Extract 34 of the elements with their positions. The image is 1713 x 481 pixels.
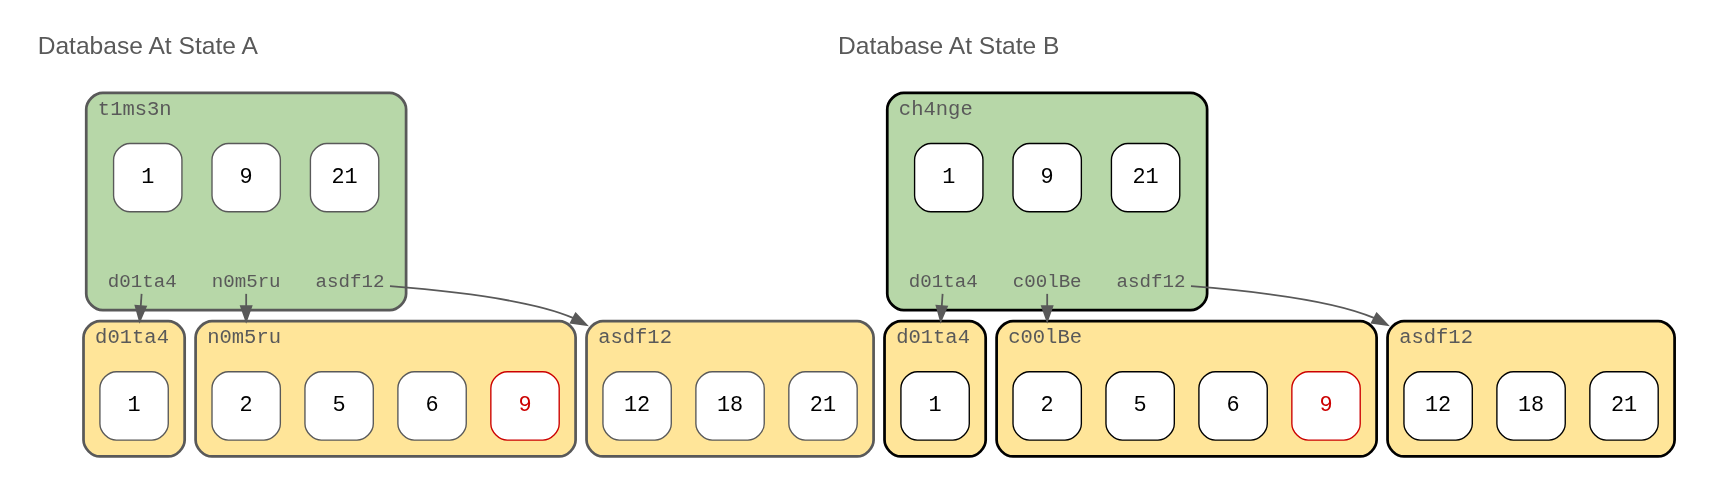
arrow: [1040, 293, 1054, 324]
node-box: 12: [1403, 371, 1473, 441]
node-box: 18: [695, 371, 765, 441]
node-box: 9: [1291, 371, 1361, 441]
label: Database At State B: [838, 31, 1060, 59]
node-text: n0m5ru: [211, 271, 281, 294]
node-box: 12: [602, 371, 672, 441]
node-box: 5: [1105, 371, 1175, 441]
node-text: c00lBe: [1012, 271, 1082, 294]
node-text: d01ta4: [107, 271, 177, 294]
node-box: 5: [304, 371, 374, 441]
node-box: 9: [211, 142, 282, 213]
node-box: 2: [1012, 371, 1083, 441]
node-box: 21: [788, 371, 858, 441]
node-box: 21: [309, 142, 380, 213]
arrow: [389, 285, 589, 327]
node-box: 21: [1110, 142, 1181, 213]
label: Database At State A: [37, 31, 258, 59]
node-box: 21: [1589, 371, 1659, 441]
node-box: 9: [490, 371, 560, 441]
node-box: 6: [397, 371, 467, 441]
node-text: d01ta4: [908, 271, 978, 294]
node-box: 18: [1496, 371, 1566, 441]
arrow: [1190, 285, 1390, 327]
node-box: 9: [1012, 142, 1083, 213]
node-box: 6: [1198, 371, 1268, 441]
arrow: [239, 293, 253, 324]
node-box: 1: [112, 142, 183, 213]
node-box: 1: [913, 142, 984, 213]
node-box: 2: [211, 371, 282, 441]
node-box: 1: [900, 371, 970, 441]
node-text: asdf12: [1116, 271, 1186, 294]
node-text: asdf12: [315, 271, 385, 294]
node-box: 1: [99, 371, 169, 441]
